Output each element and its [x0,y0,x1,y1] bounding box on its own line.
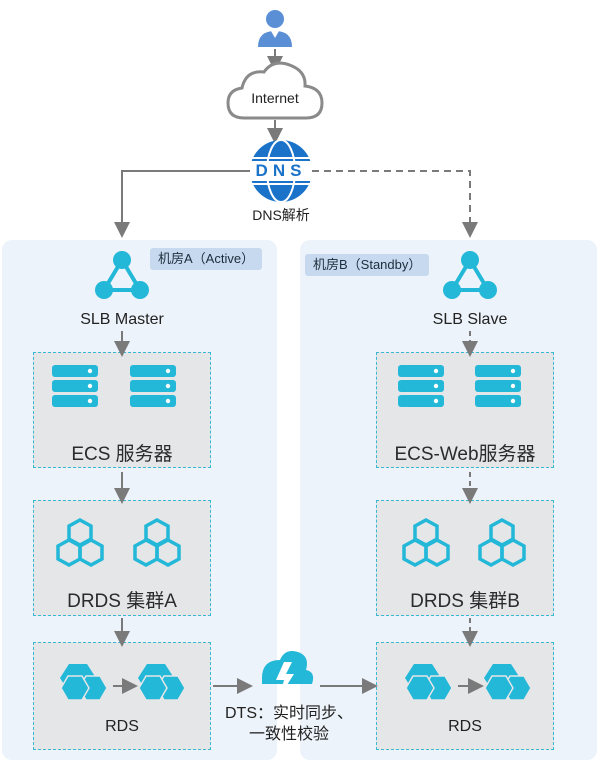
cloud-icon [226,61,324,120]
drds-hexagon-icon [478,518,526,567]
room-b-tag: 机房B（Standby） [305,254,430,276]
rds-label-b: RDS [448,718,482,735]
server-icon [52,365,98,407]
rds-icon [404,663,453,701]
drds-hexagon-icon [133,518,181,567]
ecs-label-a: ECS 服务器 [71,444,173,465]
dns-globe-icon [246,139,316,203]
drds-hexagon-icon [56,518,104,567]
server-icon [130,365,176,407]
room-a-tag: 机房A（Active） [150,248,263,270]
slb-master-label: SLB Master [80,311,164,328]
ecs-label-b: ECS-Web服务器 [394,444,536,465]
user-icon [258,10,292,47]
dns-caption: DNS解析 [252,207,310,223]
server-icon [475,365,521,407]
rds-label-a: RDS [105,718,139,735]
drds-hexagon-icon [402,518,450,567]
slb-icon-a [93,249,151,301]
dts-icon [262,651,314,696]
rds-icon [483,663,532,701]
dns-text: DNS [255,161,307,180]
rds-icon [59,663,108,701]
rds-icon [137,663,186,701]
dts-label-line1: DTS：实时同步、 [224,705,353,722]
slb-icon-b [441,249,499,301]
drds-label-b: DRDS 集群B [410,591,520,612]
server-icon [398,365,444,407]
internet-label: Internet [251,90,299,106]
slb-slave-label: SLB Slave [432,311,508,328]
dts-label-line2: 一致性校验 [248,726,329,743]
drds-label-a: DRDS 集群A [67,591,177,612]
